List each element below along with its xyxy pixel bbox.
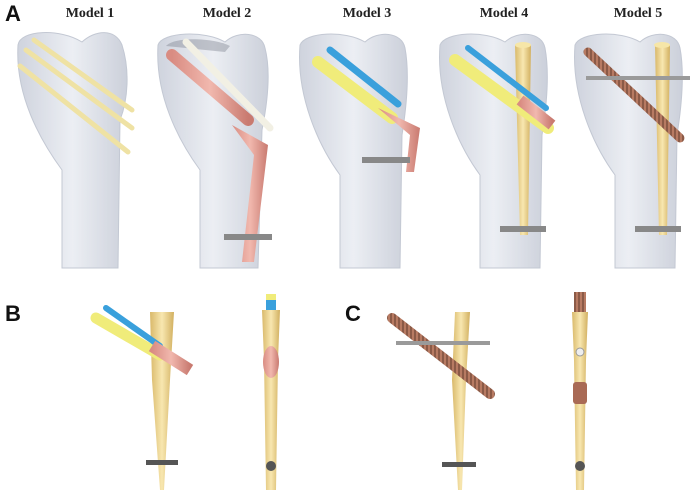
locking-screw [224,234,272,240]
model-3-title: Model 3 [342,6,392,21]
dynamic-hip-screw [166,49,254,126]
model-5-title: Model 5 [613,6,663,21]
intramedullary-nail-5 [655,45,670,235]
side-plate [232,125,268,262]
yellow-blade [312,56,398,124]
panel-b-side-view [90,305,194,490]
panel-label-c: C [345,301,361,326]
antirotation-screw [182,38,274,132]
blue-blade [326,46,402,108]
femur-model-5 [574,33,690,269]
plate-model-3 [378,108,420,172]
model-4-title: Model 4 [479,6,529,21]
panel-label-a: A [5,1,21,26]
panel-c-side-view [387,312,495,490]
model-1-title: Model 1 [65,6,115,21]
model-2-title: Model 2 [202,6,252,21]
femur-model-1 [17,32,135,269]
panel-c-front-view [572,292,588,490]
sleeve-4 [516,95,556,130]
distal-screw-4 [500,226,546,232]
femur-model-2 [157,33,274,269]
cannulated-screws [17,37,135,155]
distal-screw-5 [635,226,681,232]
locking-screw-3 [362,157,410,163]
blue-blade-4 [465,45,549,111]
helical-screw-5 [583,47,685,143]
panel-b-front-view [262,294,280,490]
femur-model-3 [299,33,420,269]
panel-label-b: B [5,301,21,326]
femur-model-4 [439,33,556,269]
